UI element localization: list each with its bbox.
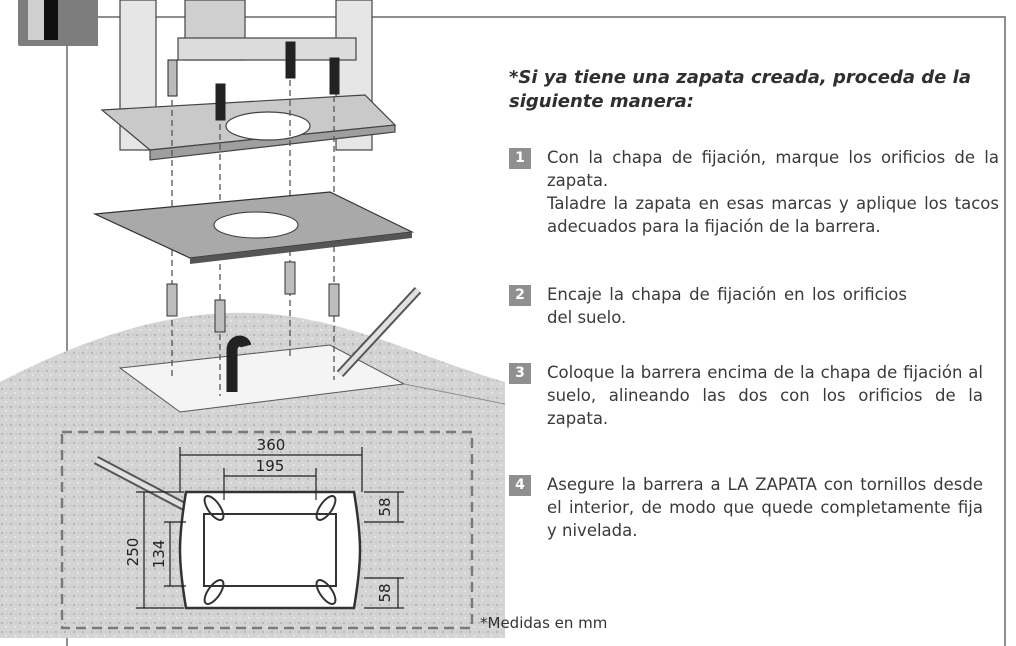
instructions-panel: *Si ya tiene una zapata creada, proceda … — [509, 66, 999, 542]
step-extra: Taladre la zapata en esas marcas y apliq… — [547, 194, 999, 236]
installation-illustration: 360 195 250 134 58 58 — [0, 0, 505, 638]
bolts — [167, 41, 340, 121]
step-text: Encaje la chapa de fijación en los orifi… — [547, 285, 907, 327]
barrier-base — [100, 0, 397, 161]
dim-360: 360 — [257, 436, 286, 454]
step-text: Asegure la barrera a LA ZAPATA con torni… — [547, 475, 983, 540]
leader-line — [403, 383, 505, 405]
dim-134: 134 — [150, 540, 168, 569]
intro-text: *Si ya tiene una zapata creada, proceda … — [509, 67, 971, 112]
cable-conduit — [226, 335, 252, 392]
pencil-icon — [336, 286, 422, 378]
step-4: 4 Asegure la barrera a LA ZAPATA con tor… — [509, 473, 983, 542]
step-number: 2 — [509, 285, 531, 306]
step-number: 1 — [509, 148, 531, 169]
page-frame — [66, 16, 1006, 646]
step-2: 2 Encaje la chapa de fijación en los ori… — [509, 283, 907, 329]
step-number: 3 — [509, 363, 531, 384]
dim-58-top: 58 — [376, 497, 394, 516]
step-number: 4 — [509, 475, 531, 496]
wall-anchors — [166, 261, 340, 333]
step-1: 1 Con la chapa de fijación, marque los o… — [509, 146, 999, 238]
dim-58-bottom: 58 — [376, 583, 394, 602]
step-text: Con la chapa de fijación, marque los ori… — [547, 148, 999, 190]
dim-250: 250 — [124, 538, 142, 567]
corner-tab-icon — [18, 0, 98, 46]
dim-195: 195 — [256, 457, 285, 475]
dimension-lines — [136, 447, 404, 609]
step-3: 3 Coloque la barrera encima de la chapa … — [509, 361, 983, 430]
step-text: Coloque la barrera encima de la chapa de… — [547, 363, 983, 428]
footnote: *Medidas en mm — [480, 614, 608, 632]
plan-outline — [178, 490, 362, 610]
